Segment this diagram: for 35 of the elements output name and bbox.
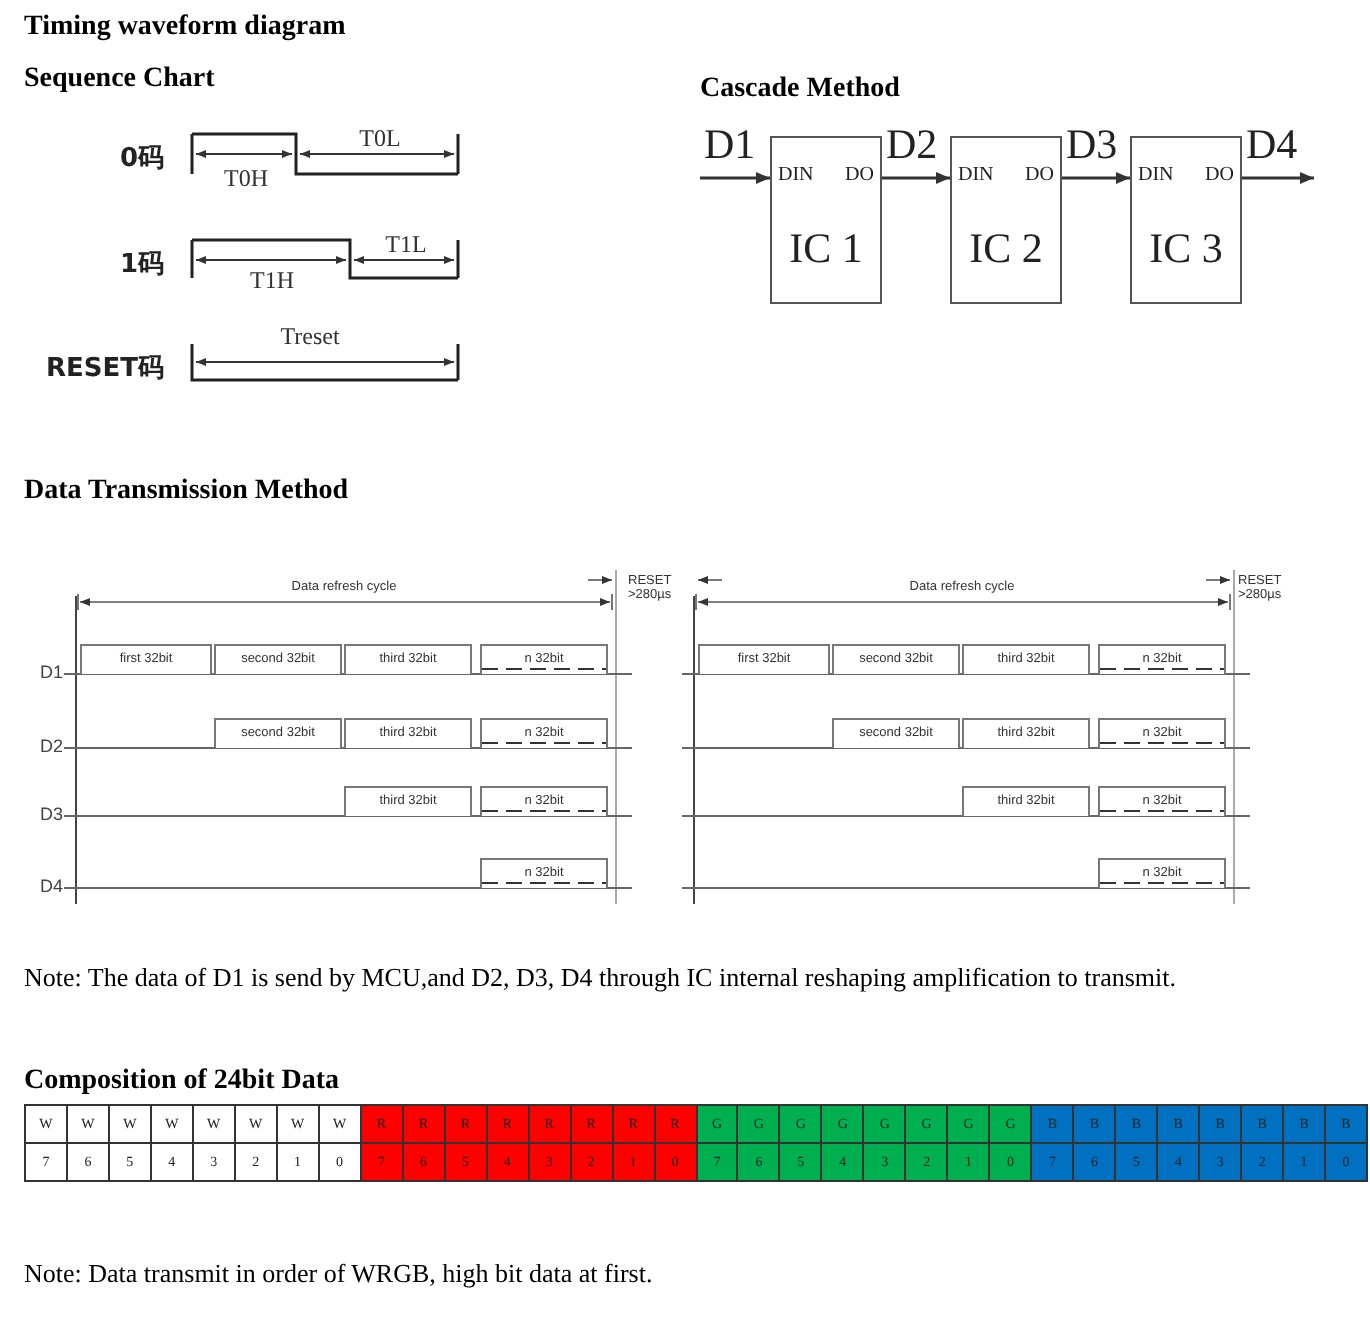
note-text: Note: Data transmit in order of WRGB, high bit data at first. xyxy=(24,1258,653,1290)
signal-label: D2 xyxy=(40,736,64,756)
timing-label: Treset xyxy=(280,322,340,352)
chip-box xyxy=(950,136,1062,304)
timing-label: T0H xyxy=(224,164,268,194)
signal-label: D3 xyxy=(40,804,64,824)
chip-box xyxy=(1130,136,1242,304)
arrow xyxy=(700,172,770,184)
signal-label: D4 xyxy=(40,876,64,896)
pin-label: DIN xyxy=(1138,166,1174,186)
section-heading: Composition of 24bit Data xyxy=(24,1066,340,1098)
signal-label: D1 xyxy=(40,662,64,682)
title: Timing waveform diagram xyxy=(24,12,346,44)
code-label: 1码 xyxy=(119,248,164,282)
chip-label: IC 1 xyxy=(787,228,865,270)
chip-label: IC 3 xyxy=(1147,228,1225,270)
chip-label: IC 2 xyxy=(967,228,1045,270)
arrow xyxy=(1242,172,1314,184)
timing-label: T1L xyxy=(385,230,427,260)
arrow xyxy=(882,172,950,184)
section-heading: Sequence Chart xyxy=(24,64,215,96)
timing-label: T1H xyxy=(250,266,294,296)
timing-label: T0L xyxy=(359,124,401,154)
pin-label: DIN xyxy=(958,166,994,186)
pin-label: DO xyxy=(1205,166,1234,186)
pin-label: DIN xyxy=(778,166,814,186)
pin-label: DO xyxy=(1025,166,1054,186)
code-label: RESET码 xyxy=(45,352,164,386)
code-label: 0码 xyxy=(119,142,164,176)
pin-label: DO xyxy=(845,166,874,186)
arrow xyxy=(1062,172,1130,184)
chip-box xyxy=(770,136,882,304)
section-heading: Cascade Method xyxy=(700,74,900,106)
note-text: Note: The data of D1 is send by MCU,and D2, D3, D4 through IC internal reshaping amplification to transmit. xyxy=(24,962,1176,994)
section-heading: Data Transmission Method xyxy=(24,476,349,508)
